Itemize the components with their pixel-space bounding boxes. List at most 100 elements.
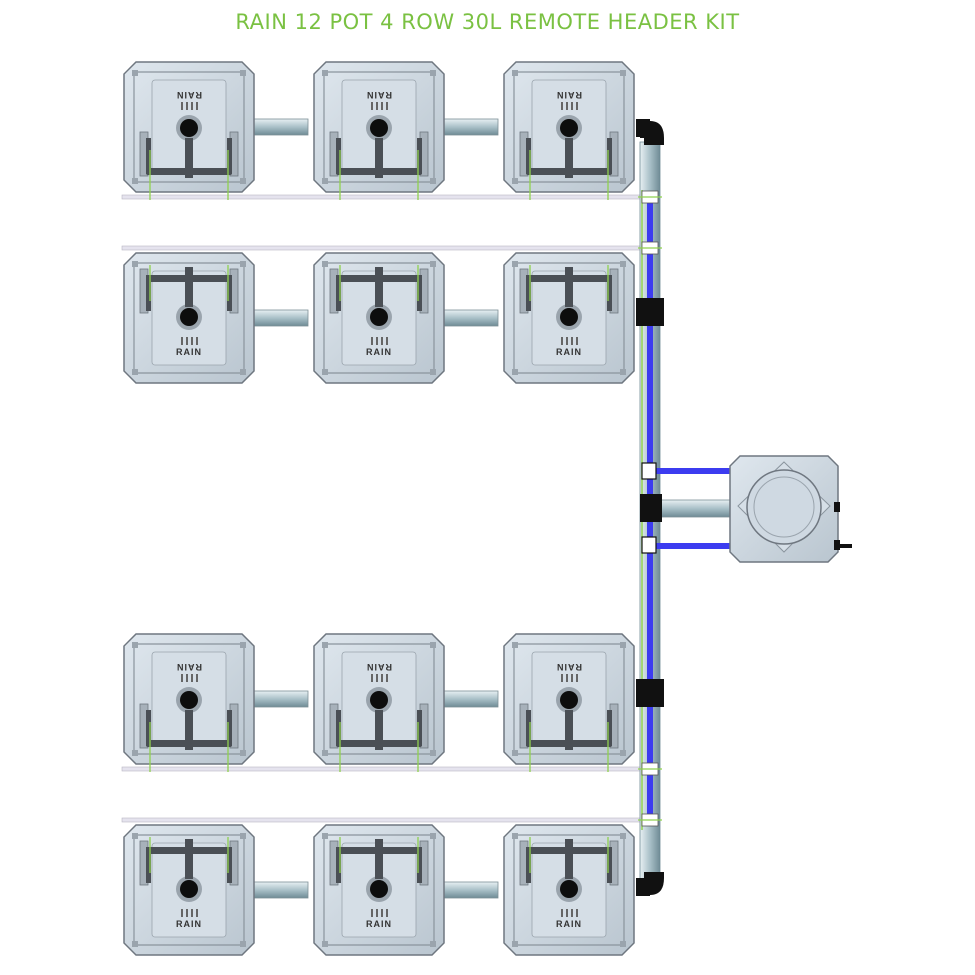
drip-arm-end (526, 275, 531, 311)
drain-tube (121, 245, 651, 251)
pot-rim (323, 643, 435, 755)
label-tick (191, 674, 193, 682)
feed-line-branch (652, 468, 732, 474)
pot-brand-label: RAIN (176, 919, 202, 929)
label-tick (376, 909, 378, 917)
drip-arm (146, 168, 232, 175)
reservoir-tank (729, 455, 852, 563)
drip-stem (565, 710, 573, 750)
drip-arm (146, 275, 232, 282)
drain-tube (121, 194, 651, 200)
corner-notch (430, 941, 436, 947)
label-tick (186, 337, 188, 345)
feed-connector (641, 462, 657, 480)
drip-stem (375, 839, 383, 879)
drip-arm-end (607, 275, 612, 311)
drip-arm-end (417, 710, 422, 746)
corner-notch (620, 178, 626, 184)
corner-notch (430, 833, 436, 839)
drip-arm (526, 168, 612, 175)
grow-pot: RAIN (123, 633, 255, 772)
label-tick (196, 102, 198, 110)
pot-brand-label: RAIN (556, 662, 582, 672)
corner-notch (322, 70, 328, 76)
drip-stem (565, 267, 573, 307)
label-tick (576, 674, 578, 682)
label-tick (381, 909, 383, 917)
connector-pipe (441, 881, 499, 899)
drip-arm-end (227, 710, 232, 746)
corner-notch (322, 750, 328, 756)
drain-hole (180, 691, 198, 709)
label-tick (561, 102, 563, 110)
grow-pot: RAIN (503, 252, 635, 384)
pot-rim (513, 71, 625, 183)
label-tick (566, 674, 568, 682)
drip-stem (185, 839, 193, 879)
corner-notch (430, 369, 436, 375)
label-tick (576, 102, 578, 110)
corner-notch (240, 642, 246, 648)
drain-tube (121, 766, 651, 772)
label-tick (181, 674, 183, 682)
drip-stem (565, 138, 573, 178)
pot-rim (323, 71, 435, 183)
corner-notch (322, 642, 328, 648)
feed-connector (641, 536, 657, 554)
pot-brand-label: RAIN (176, 662, 202, 672)
label-tick (561, 337, 563, 345)
label-tick (186, 102, 188, 110)
pot-outlet-fitting (636, 878, 650, 896)
label-tick (561, 909, 563, 917)
pot-layer: RAIN RAIN RAIN RAIN RAIN RAIN RAIN RAIN RAIN RAIN… (123, 61, 635, 956)
reservoir-cable (838, 544, 852, 548)
corner-notch (132, 750, 138, 756)
label-tick (196, 674, 198, 682)
connector-pipe (251, 690, 309, 708)
corner-notch (430, 750, 436, 756)
pot-brand-label: RAIN (556, 919, 582, 929)
label-tick (386, 674, 388, 682)
reservoir-tee (640, 494, 662, 522)
grow-pot: RAIN (123, 61, 255, 200)
label-tick (186, 674, 188, 682)
corner-notch (512, 833, 518, 839)
corner-notch (132, 642, 138, 648)
drip-arm-end (146, 847, 151, 883)
drain-hole (370, 308, 388, 326)
drip-arm (336, 168, 422, 175)
corner-notch (512, 369, 518, 375)
drip-arm-end (526, 847, 531, 883)
drip-arm-end (526, 138, 531, 174)
label-tick (566, 337, 568, 345)
drip-arm-end (417, 847, 422, 883)
grow-pot: RAIN (503, 61, 635, 200)
grow-pot: RAIN (313, 252, 445, 384)
label-tick (571, 674, 573, 682)
label-tick (566, 102, 568, 110)
label-tick (576, 909, 578, 917)
corner-notch (322, 261, 328, 267)
corner-notch (132, 178, 138, 184)
corner-notch (430, 642, 436, 648)
corner-notch (620, 70, 626, 76)
corner-notch (512, 70, 518, 76)
reservoir-lid (746, 469, 822, 545)
grow-pot: RAIN (313, 824, 445, 956)
label-tick (576, 337, 578, 345)
drain-hole (180, 308, 198, 326)
grow-pot: RAIN (313, 61, 445, 200)
drip-arm (336, 275, 422, 282)
label-tick (561, 674, 563, 682)
grow-pot: RAIN (503, 633, 635, 772)
label-tick (566, 909, 568, 917)
drip-arm-end (227, 275, 232, 311)
corner-notch (132, 833, 138, 839)
drip-arm-end (607, 138, 612, 174)
corner-notch (132, 261, 138, 267)
label-tick (191, 337, 193, 345)
corner-notch (430, 70, 436, 76)
drip-arm (336, 740, 422, 747)
corner-notch (240, 833, 246, 839)
corner-notch (620, 941, 626, 947)
